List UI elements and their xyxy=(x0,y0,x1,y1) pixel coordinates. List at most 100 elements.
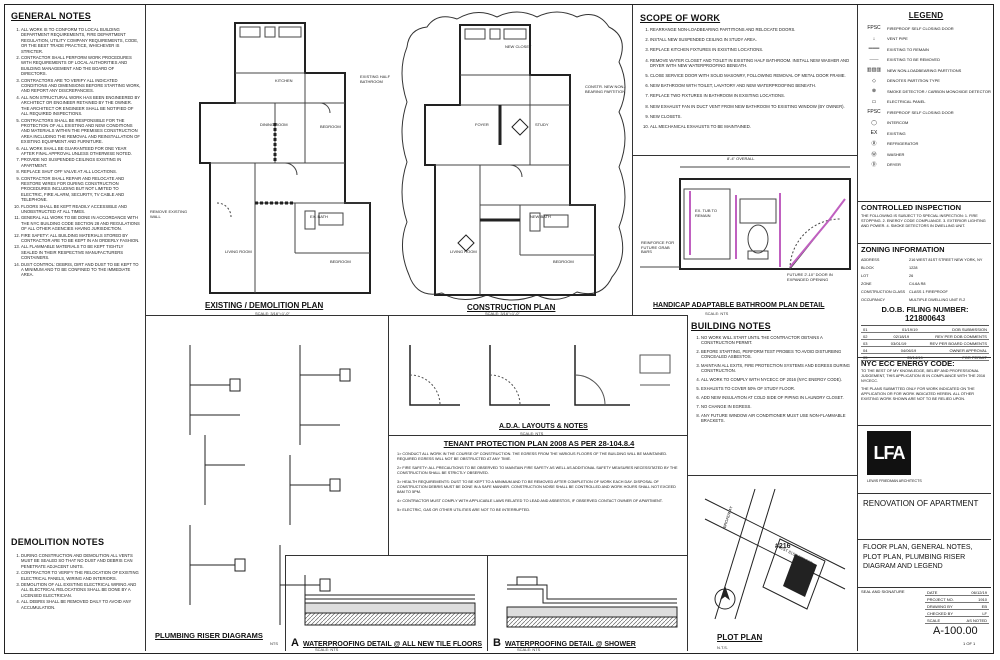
room-label: LIVING ROOM xyxy=(450,249,477,254)
legend-row: ⊗SMOKE DETECTOR / CARBON MONOXIDE DETECT… xyxy=(871,88,991,95)
plumbing-riser-drawing xyxy=(189,345,351,625)
legend-row: ⓓDRYER xyxy=(871,162,901,169)
scope-item: CLOSE SERVICE DOOR WITH SOLID MASONRY, F… xyxy=(650,73,852,78)
demolition-note: CONTRACTOR TO VERIFY THE RELOCATION OF E… xyxy=(21,570,141,581)
general-note: ALL WORK IS TO CONFORM TO LOCAL BUILDING… xyxy=(21,27,141,54)
callout-label: CONSTR. NEW NON-BEARING PARTITION xyxy=(585,84,626,94)
scope-item: REPLACE KITCHEN FIXTURES IN EXISTING LOC… xyxy=(650,47,852,52)
building-note: NO WORK WILL START UNTIL THE CONTRACTOR … xyxy=(701,335,853,345)
room-label: STUDY xyxy=(535,122,549,127)
sheet-number: A-100.00 xyxy=(933,625,978,637)
tenant-protection-item: 1> CONDUCT ALL WORK IN THE COURSE OF CON… xyxy=(397,452,668,461)
ada-layouts-drawing xyxy=(409,345,671,406)
construction-plan-title: CONSTRUCTION PLAN xyxy=(467,303,556,312)
seal-label: SEAL AND SIGNATURE xyxy=(861,589,905,594)
detail-letter: B xyxy=(493,637,501,649)
general-note: ALL FLAMMABLE MATERIALS TO BE KEPT TIGHT… xyxy=(21,244,141,260)
scope-of-work-panel: SCOPE OF WORK REARRANGE NON-LOADBEARING … xyxy=(640,13,852,134)
general-note: CONTRACTOR SHALL REPAIR AND RELOCATE AND… xyxy=(21,176,141,203)
demolition-notes-panel: DEMOLITION NOTES DURING CONSTRUCTION AND… xyxy=(11,537,141,611)
tenant-protection-panel: TENANT PROTECTION PLAN 2008 AS PER 28-10… xyxy=(397,439,681,517)
scope-of-work-list: REARRANGE NON-LOADBEARING PARTITIONS AND… xyxy=(640,27,852,129)
firm-name: LEWIS FRIEDMAN ARCHITECTS xyxy=(867,479,922,483)
legend-row: ═══EXISTING TO REMAIN xyxy=(868,46,929,53)
building-notes-panel: BUILDING NOTES NO WORK WILL START UNTIL … xyxy=(691,321,853,427)
existing-plan-scale: SCALE: 3/16"=1'-0" xyxy=(255,311,290,316)
room-label: NEW BATH xyxy=(530,214,551,219)
plumbing-riser-title: PLUMBING RISER DIAGRAMS xyxy=(155,631,263,640)
scope-item: NEW CLOSETS. xyxy=(650,114,852,119)
general-note: GENERAL ALL WORK TO BE DONE IN ACCORDANC… xyxy=(21,215,141,231)
general-notes-list: ALL WORK IS TO CONFORM TO LOCAL BUILDING… xyxy=(11,27,141,278)
legend-title: LEGEND xyxy=(908,11,944,20)
demolition-note: DEMOLITION OF ALL EXISTING ELECTRICAL WI… xyxy=(21,582,141,598)
project-name: RENOVATION OF APARTMENT xyxy=(863,499,979,508)
waterproofing-b-scale: SCALE: NTS xyxy=(517,647,541,652)
general-note: FLOORS SHALL BE KEPT READILY ACCESSIBLE … xyxy=(21,204,141,215)
general-note: CONTRACTORS ARE TO VERIFY ALL INDICATED … xyxy=(21,78,141,94)
plot-plan-scale: N.T.S. xyxy=(717,645,728,650)
demolition-notes-title: DEMOLITION NOTES xyxy=(11,537,105,547)
room-label: FOYER xyxy=(475,122,489,127)
room-label: BEDROOM xyxy=(320,124,341,129)
legend-row: ◇DENOTES PARTITION TYPE xyxy=(872,77,940,84)
general-note: ALL WORK SHALL BE GUARANTEED FOR ONE YEA… xyxy=(21,146,141,157)
tenant-protection-item: 4> CONTRACTOR MUST COMPLY WITH APPLICABL… xyxy=(397,499,663,503)
construction-plan-cloud xyxy=(401,11,626,301)
waterproofing-a-scale: SCALE: NTS xyxy=(315,647,339,652)
demolition-note: ALL DEBRIS SHALL BE REMOVED DAILY TO AVO… xyxy=(21,599,141,610)
general-notes-panel: GENERAL NOTES ALL WORK IS TO CONFORM TO … xyxy=(11,11,141,279)
general-note: DUST CONTROL: DEBRIS, DIRT AND DUST TO B… xyxy=(21,262,141,278)
waterproofing-a-title-row: A WATERPROOFING DETAIL @ ALL NEW TILE FL… xyxy=(291,637,482,649)
handicap-bathroom-drawing xyxy=(640,166,851,270)
room-label: BEDROOM xyxy=(330,259,351,264)
tenant-protection-item: 5> ELECTRIC, GAS OR OTHER UTILITIES ARE … xyxy=(397,508,531,512)
legend-row: ┄┄┄EXISTING TO BE REMOVED xyxy=(869,56,940,63)
scope-item: REMOVE WATER CLOSET AND TOILET IN EXISTI… xyxy=(650,58,852,68)
room-label: DINING ROOM xyxy=(260,122,288,127)
tenant-protection-list: 1> CONDUCT ALL WORK IN THE COURSE OF CON… xyxy=(397,452,681,513)
building-note: EXHAUSTS TO COVER 50% OF STUDY FLOOR. xyxy=(701,386,853,391)
construction-plan-scale: SCALE: 3/16"=1'-0" xyxy=(485,311,520,316)
callout-label: REMOVE EXISTING WALL xyxy=(150,209,188,219)
energy-code-panel: NYC ECC ENERGY CODE: TO THE BEST OF MY K… xyxy=(861,359,989,402)
note-label: FUTURE 2'-10" DOOR IN EXPANDED OPENING xyxy=(787,272,833,282)
plumbing-riser-scale: NTS xyxy=(270,641,278,646)
tenant-protection-item: 2> FIRE SAFETY: ALL PRECAUTIONS TO BE OB… xyxy=(397,466,678,475)
controlled-inspection-title: CONTROLLED INSPECTION xyxy=(861,203,962,212)
building-note: ADD NEW INSULATION AT COLD SIDE OF PIPIN… xyxy=(701,395,853,400)
tenant-protection-title: TENANT PROTECTION PLAN 2008 AS PER 28-10… xyxy=(443,439,635,448)
scope-item: INSTALL NEW SUSPENDED CEILING IN STUDY A… xyxy=(650,37,852,42)
scope-item: NEW BATHROOM WITH TOILET, LAVATORY AND N… xyxy=(650,83,852,88)
waterproofing-b-title-row: B WATERPROOFING DETAIL @ SHOWER xyxy=(493,637,636,649)
callout-label: EXISTING HALF BATHROOM xyxy=(360,74,391,84)
scope-item: ALL MECHANICAL EXHAUSTS TO BE MAINTAINED… xyxy=(650,124,852,129)
energy-code-title: NYC ECC ENERGY CODE: xyxy=(861,359,955,368)
room-label: EX. BATH xyxy=(310,214,328,219)
firm-logo: LFA xyxy=(867,431,911,475)
controlled-inspection-text: THE FOLLOWING IS SUBJECT TO SPECIAL INSP… xyxy=(861,214,986,228)
sheet-title: FLOOR PLAN, GENERAL NOTES, PLOT PLAN, PL… xyxy=(863,544,973,570)
dimension-label: 8'-4" OVERALL xyxy=(727,156,755,161)
room-label: LIVING ROOM xyxy=(225,249,252,254)
existing-plan-drawing xyxy=(199,22,371,294)
callout-label: NEW CLOSET xyxy=(505,44,532,49)
building-note: NO CHANGE IN EGRESS. xyxy=(701,404,853,409)
scope-item: REPLACE TWO FIXTURES IN BATHROOM IN EXIS… xyxy=(650,93,852,98)
energy-code-text-2: THE PLANS SUBMITTED ONLY FOR WORK INDICA… xyxy=(861,387,975,401)
controlled-inspection-panel: CONTROLLED INSPECTION THE FOLLOWING IS S… xyxy=(861,203,989,228)
general-note: CONTRACTORS SHALL BE RESPONSIBLE FOR THE… xyxy=(21,118,141,145)
legend-row: ◯INTERCOM xyxy=(871,119,909,126)
